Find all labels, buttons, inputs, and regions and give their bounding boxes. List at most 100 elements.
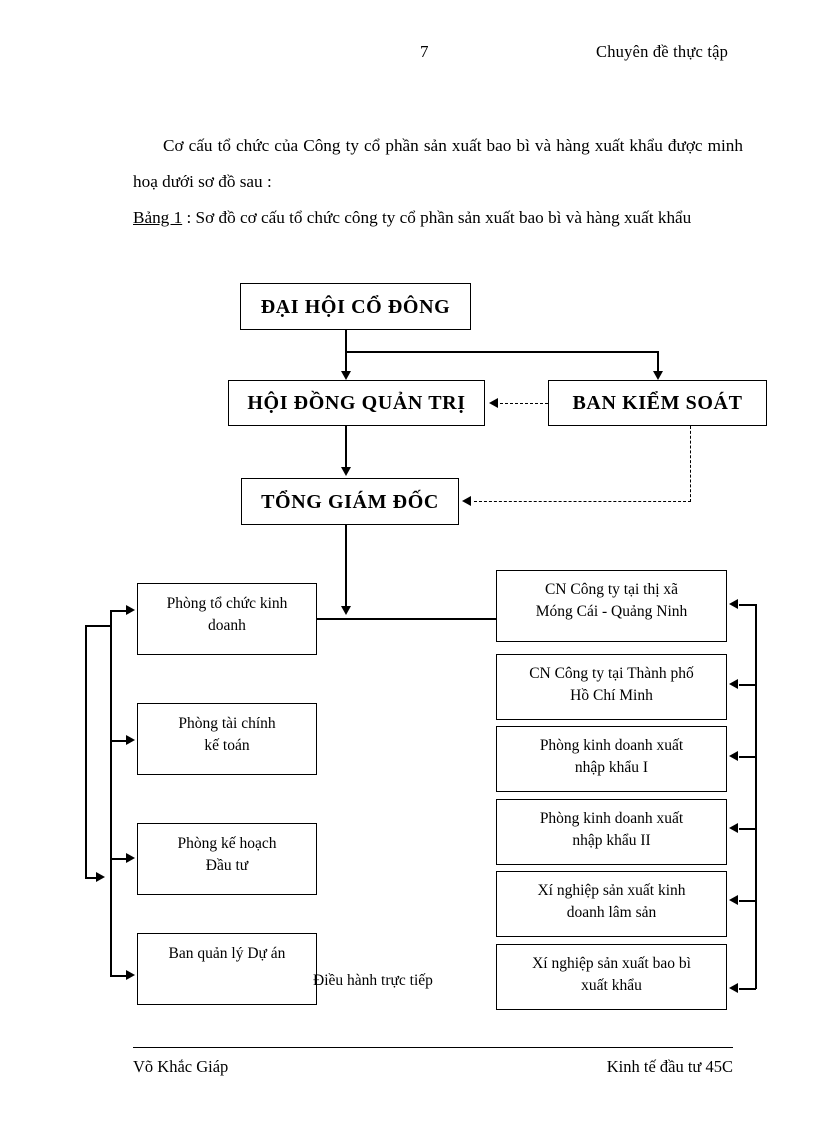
connector-hdqt-to-tgd bbox=[345, 426, 347, 468]
arrowhead-bks bbox=[653, 371, 663, 380]
node-label-line1: Phòng kế hoạch bbox=[177, 835, 277, 852]
node-label: BAN KIỂM SOÁT bbox=[572, 392, 743, 414]
connector-right-spine bbox=[755, 604, 757, 989]
arrowhead-right-box-2 bbox=[729, 679, 738, 689]
connector-right-branch-6 bbox=[739, 988, 756, 990]
node-label: Phòng tài chính kế toán bbox=[138, 704, 316, 757]
node-tong-giam-doc: TỔNG GIÁM ĐỐC bbox=[241, 478, 459, 525]
connector-dhcd-to-hdqt bbox=[345, 351, 347, 373]
connector-left-inner-spine bbox=[110, 610, 112, 976]
connector-bks-to-tgd-horizontal-dashed bbox=[474, 501, 691, 502]
connector-left-inner-branch-1 bbox=[110, 610, 126, 612]
node-label: Phòng kinh doanh xuất nhập khẩu II bbox=[497, 800, 726, 852]
node-label: HỘI ĐỒNG QUẢN TRỊ bbox=[247, 392, 466, 414]
intro-paragraph: Cơ cấu tổ chức của Công ty cổ phần sản x… bbox=[133, 136, 743, 191]
footer-author: Võ Khắc Giáp bbox=[133, 1057, 229, 1077]
connector-left-inner-branch-3 bbox=[110, 858, 126, 860]
node-label: ĐẠI HỘI CỔ ĐÔNG bbox=[260, 295, 451, 318]
arrowhead-right-box-1 bbox=[729, 599, 738, 609]
page-footer: Võ Khắc Giáp Kinh tế đầu tư 45C bbox=[133, 1047, 733, 1087]
arrowhead-right-box-3 bbox=[729, 751, 738, 761]
node-label-line2: doanh bbox=[208, 617, 246, 634]
node-label: TỔNG GIÁM ĐỐC bbox=[261, 490, 439, 513]
connector-main-bus bbox=[317, 618, 496, 620]
node-label-line1: Xí nghiệp sản xuất kinh bbox=[537, 882, 686, 899]
arrowhead-left-box-4 bbox=[126, 970, 135, 980]
connector-right-branch-3 bbox=[739, 756, 756, 758]
arrowhead-tgd bbox=[341, 467, 351, 476]
node-label-line1: Xí nghiệp sản xuất bao bì bbox=[532, 955, 691, 972]
node-label-line1: Phòng tài chính bbox=[178, 715, 276, 732]
connector-bks-to-tgd-vertical-dashed bbox=[690, 426, 691, 502]
figure-caption-text: : Sơ đồ cơ cấu tổ chức công ty cổ phần s… bbox=[182, 208, 692, 227]
arrowhead-right-box-5 bbox=[729, 895, 738, 905]
node-xi-nghiep-lam-san: Xí nghiệp sản xuất kinh doanh lâm sản bbox=[496, 871, 727, 937]
connector-left-inner-branch-4 bbox=[110, 975, 126, 977]
node-label: Ban quản lý Dự án bbox=[168, 945, 286, 962]
node-phong-kd-xnk-2: Phòng kinh doanh xuất nhập khẩu II bbox=[496, 799, 727, 865]
connector-right-branch-1 bbox=[739, 604, 756, 606]
connector-left-outer-bottom bbox=[85, 877, 96, 879]
node-label-line2: kế toán bbox=[204, 737, 250, 754]
node-label-line2: xuất khẩu bbox=[581, 977, 642, 994]
footer-course: Kinh tế đầu tư 45C bbox=[606, 1057, 733, 1077]
footer-divider bbox=[133, 1047, 733, 1049]
arrowhead-tgd-bus bbox=[341, 606, 351, 615]
arrowhead-right-box-4 bbox=[729, 823, 738, 833]
footer-row: Võ Khắc Giáp Kinh tế đầu tư 45C bbox=[133, 1057, 733, 1087]
node-cn-ho-chi-minh: CN Công ty tại Thành phố Hồ Chí Minh bbox=[496, 654, 727, 720]
node-label-line2: doanh lâm sản bbox=[566, 904, 657, 921]
arrowhead-right-box-6 bbox=[729, 983, 738, 993]
figure-caption-label: Bảng 1 bbox=[133, 208, 183, 227]
node-label: Xí nghiệp sản xuất bao bì xuất khẩu bbox=[497, 945, 726, 997]
node-label-line1: Phòng kinh doanh xuất bbox=[539, 737, 684, 754]
arrowhead-bks-to-hdqt bbox=[489, 398, 498, 408]
node-label: Phòng tổ chức kinh doanh bbox=[138, 584, 316, 637]
node-label-line1: CN Công ty tại Thành phố bbox=[529, 665, 694, 682]
arrowhead-left-box-1 bbox=[126, 605, 135, 615]
node-label-line2: nhập khẩu II bbox=[572, 832, 651, 849]
node-phong-kd-xnk-1: Phòng kinh doanh xuất nhập khẩu I bbox=[496, 726, 727, 792]
arrowhead-hdqt bbox=[341, 371, 351, 380]
node-label-line1: CN Công ty tại thị xã bbox=[544, 581, 679, 598]
node-ban-quan-ly-du-an: Ban quản lý Dự án bbox=[137, 933, 317, 1005]
node-label-line1: Phòng kinh doanh xuất bbox=[539, 810, 684, 827]
node-ban-kiem-soat: BAN KIỂM SOÁT bbox=[548, 380, 767, 426]
connector-left-outer-spine bbox=[85, 625, 87, 878]
connector-right-branch-5 bbox=[739, 900, 756, 902]
node-xi-nghiep-bao-bi: Xí nghiệp sản xuất bao bì xuất khẩu bbox=[496, 944, 727, 1010]
node-label-line2: Đầu tư bbox=[205, 857, 249, 874]
connector-bks-to-hdqt-dashed bbox=[500, 403, 548, 404]
arrowhead-left-box-2 bbox=[126, 735, 135, 745]
node-phong-to-chuc-kinh-doanh: Phòng tổ chức kinh doanh bbox=[137, 583, 317, 655]
edge-caption-dieu-hanh-truc-tiep: Điều hành trực tiếp bbox=[313, 972, 433, 989]
connector-dhcd-stem bbox=[345, 330, 347, 352]
arrowhead-left-box-3 bbox=[126, 853, 135, 863]
figure-caption: Bảng 1 : Sơ đồ cơ cấu tổ chức công ty cổ… bbox=[133, 200, 743, 236]
node-label: Xí nghiệp sản xuất kinh doanh lâm sản bbox=[497, 872, 726, 924]
node-label-line2: nhập khẩu I bbox=[574, 759, 649, 776]
node-label: CN Công ty tại Thành phố Hồ Chí Minh bbox=[497, 655, 726, 707]
page-header: 7 Chuyên đề thực tập bbox=[0, 42, 816, 70]
header-title: Chuyên đề thực tập bbox=[596, 42, 729, 61]
connector-tgd-stem bbox=[345, 525, 347, 611]
page-number: 7 bbox=[420, 42, 429, 61]
arrowhead-bks-to-tgd bbox=[462, 496, 471, 506]
connector-right-branch-2 bbox=[739, 684, 756, 686]
node-label: Phòng kinh doanh xuất nhập khẩu I bbox=[497, 727, 726, 779]
node-phong-tai-chinh-ke-toan: Phòng tài chính kế toán bbox=[137, 703, 317, 775]
node-label-line2: Hồ Chí Minh bbox=[570, 687, 653, 704]
connector-left-outer-top bbox=[85, 625, 111, 627]
connector-dhcd-to-bks bbox=[657, 351, 659, 373]
node-hoi-dong-quan-tri: HỘI ĐỒNG QUẢN TRỊ bbox=[228, 380, 485, 426]
connector-left-inner-branch-2 bbox=[110, 740, 126, 742]
body-text: Cơ cấu tổ chức của Công ty cổ phần sản x… bbox=[133, 128, 743, 236]
connector-dhcd-bus bbox=[345, 351, 658, 353]
node-dai-hoi-co-dong: ĐẠI HỘI CỔ ĐÔNG bbox=[240, 283, 471, 330]
node-label-line1: Phòng tổ chức kinh bbox=[166, 595, 288, 612]
